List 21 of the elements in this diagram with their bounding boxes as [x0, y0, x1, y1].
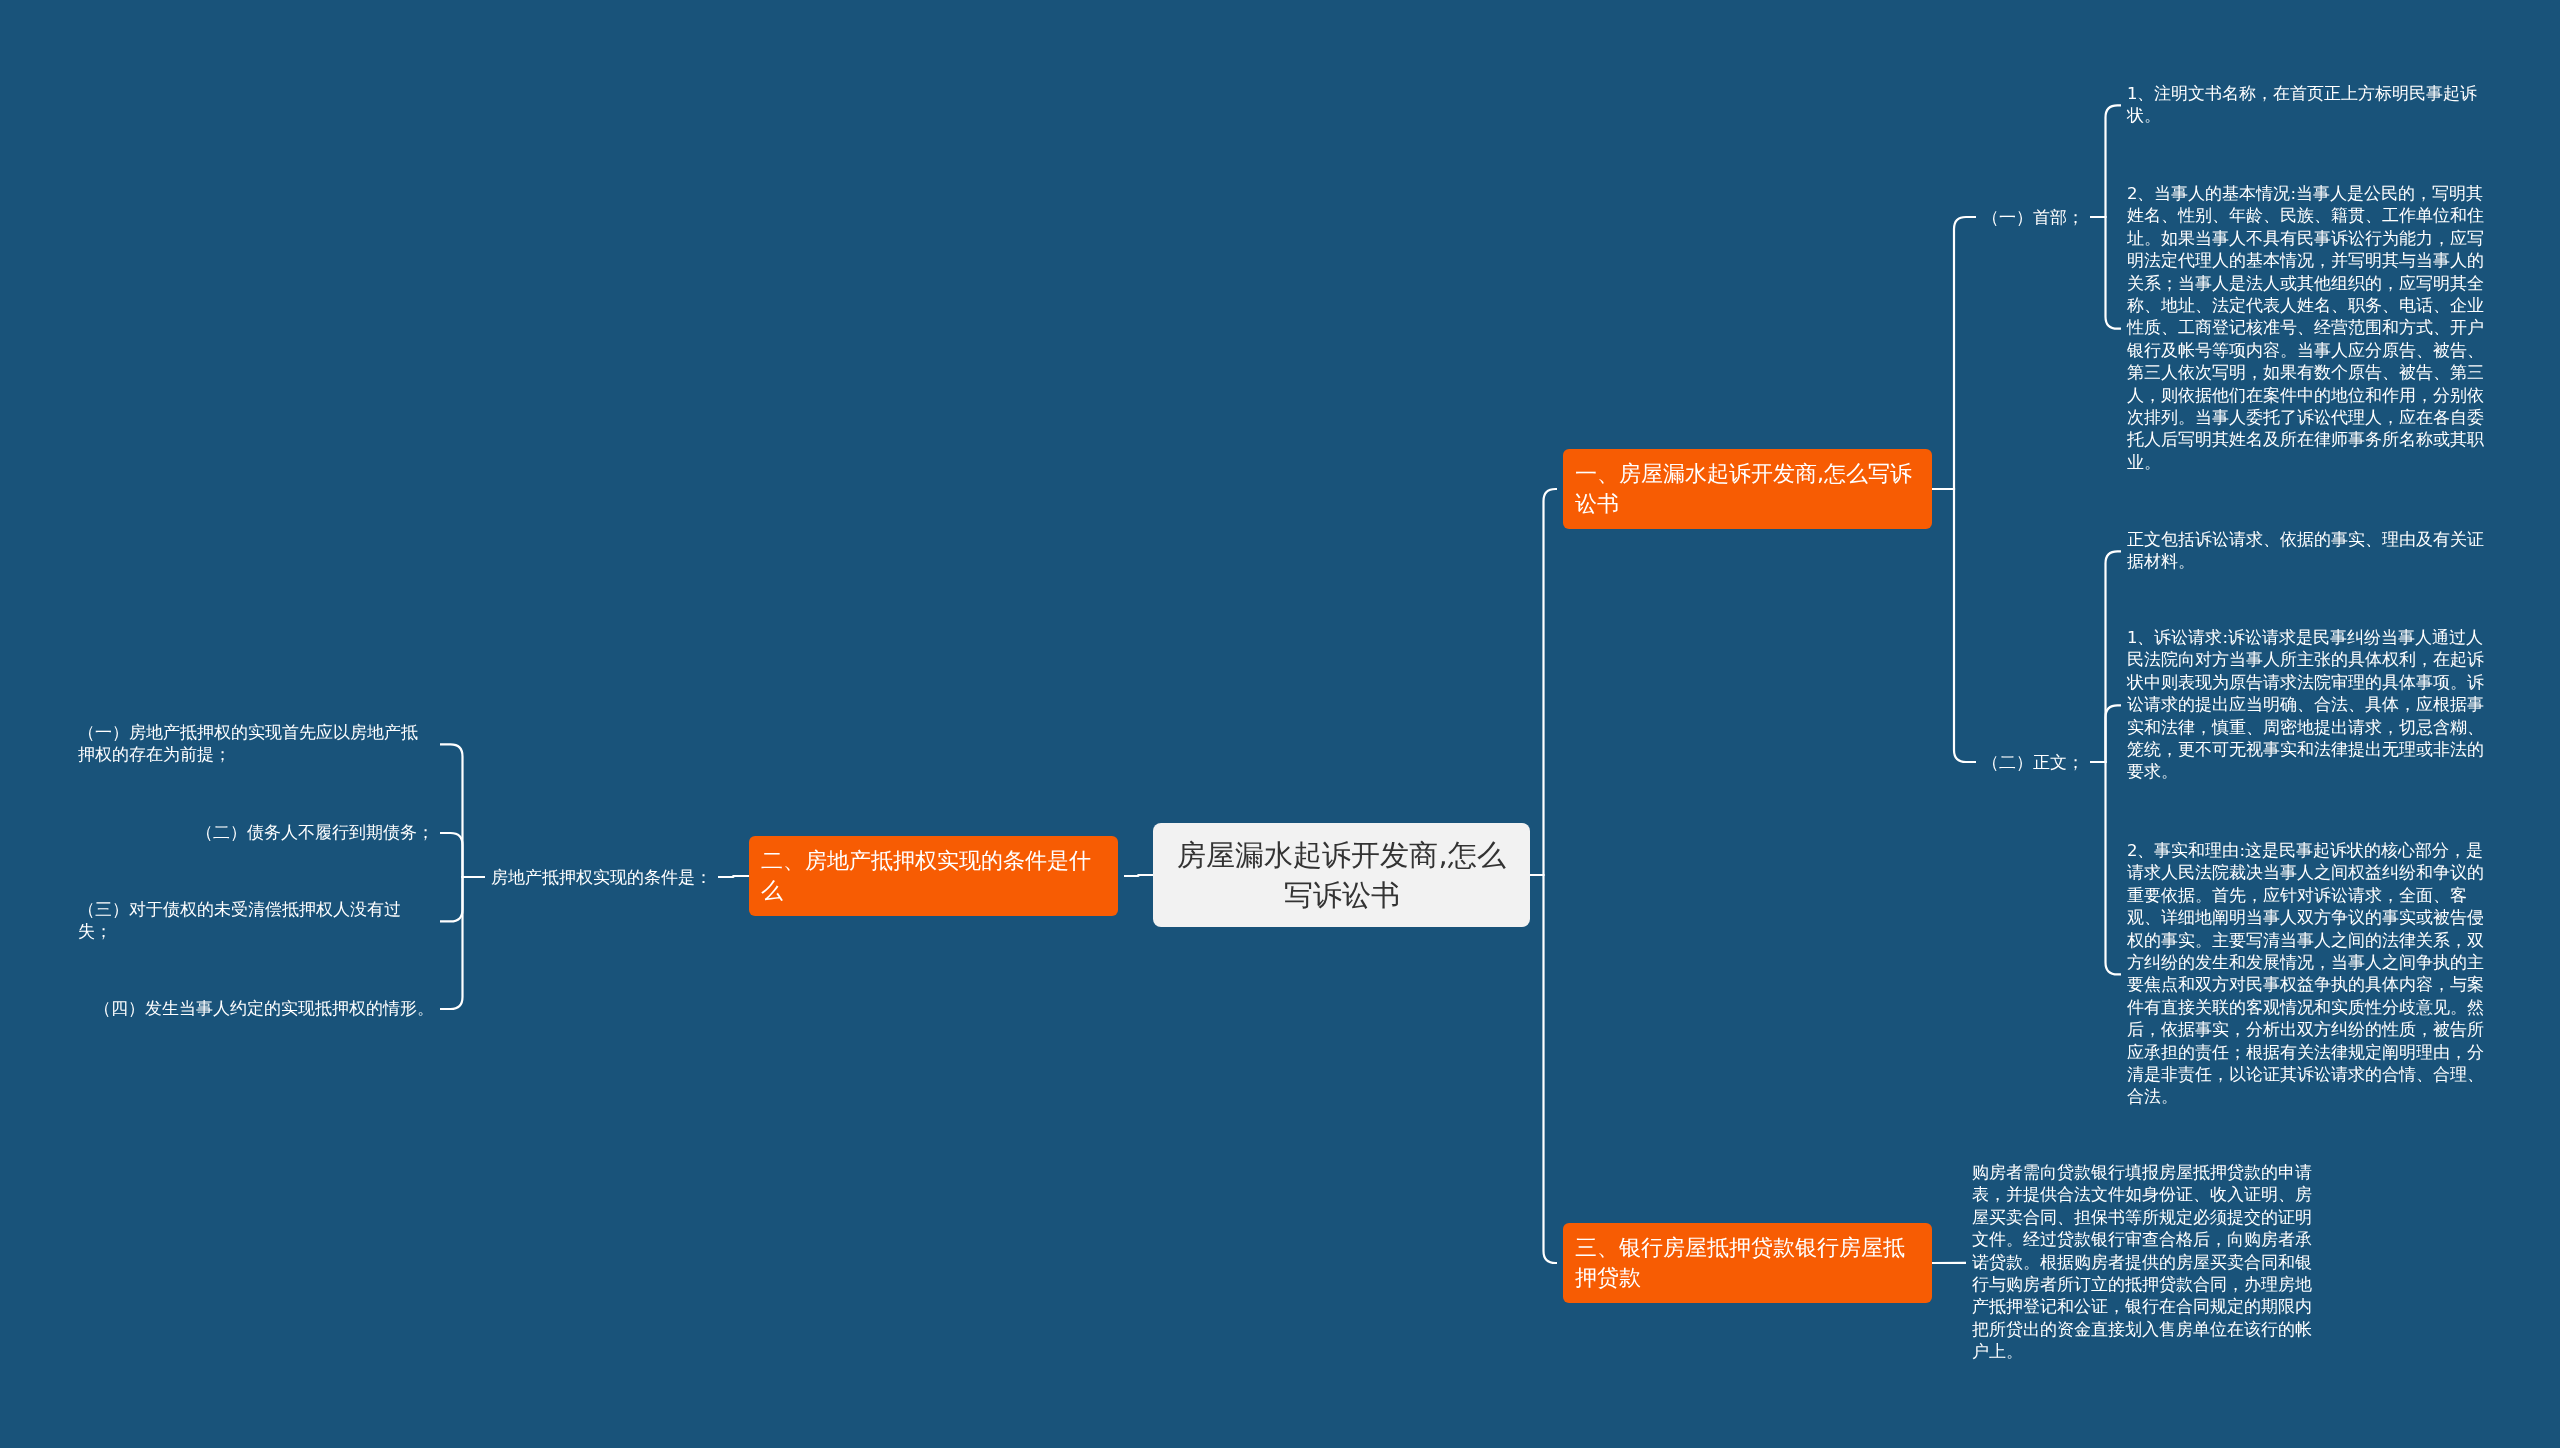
connector-line: [1530, 873, 1558, 1265]
topic-box: 三、银行房屋抵押贷款银行房屋抵押贷款: [1563, 1223, 1932, 1303]
detail-text: 正文包括诉讼请求、依据的事实、理由及有关证据材料。: [2127, 529, 2487, 574]
condition-text: （一）房地产抵押权的实现首先应以房地产抵押权的存在为前提；: [78, 722, 434, 767]
condition-text: （四）发生当事人约定的实现抵押权的情形。: [94, 997, 434, 1021]
connector-line: [718, 874, 749, 879]
detail-text: 1、注明文书名称，在首页正上方标明民事起诉状。: [2127, 83, 2487, 128]
subtopic-label: （一）首部；: [1982, 205, 2084, 229]
subtopic-label: 房地产抵押权实现的条件是：: [491, 865, 712, 889]
connector-line: [1932, 1261, 1966, 1265]
condition-text: （二）债务人不履行到期债务；: [196, 821, 434, 845]
topic-box: 二、房地产抵押权实现的条件是什么: [749, 836, 1118, 916]
condition-text: （三）对于债权的未受清偿抵押权人没有过失；: [78, 899, 434, 944]
detail-text: 2、当事人的基本情况:当事人是公民的，写明其姓名、性别、年龄、民族、籍贯、工作单位和住址。如果当事人不具有民事诉讼行为能力，应写明法定代理人的基本情况，并写明其与当事人的关系；当事人是法人或其他组织的，应写明其全称、地址、法定代表人姓名、职务、电话、企业性质、工商登记核准号、经营范围和方式、开户银行及帐号等项内容。当事人应分原告、被告、第三人依次写明，如果有数个原告、被告、第三人，则依据他们在案件中的地位和作用，分别依次排列。当事人委托了诉讼代理人，应在各自委托人后写明其姓名及所在律师事务所名称或其职业。: [2127, 183, 2487, 475]
connector-line: [1124, 873, 1153, 878]
detail-text: 2、事实和理由:这是民事起诉状的核心部分，是请求人民法院裁决当事人之间权益纠纷和争议的重要依据。首先，应针对诉讼请求，全面、客观、详细地阐明当事人双方争议的事实或被告侵权的事实。主要写清当事人之间的法律关系，双方纠纷的发生和发展情况，当事人之间争执的主要焦点和双方对民事权益争执的具体内容，与案件有直接关联的客观情况和实质性分歧意见。然后，依据事实，分析出双方纠纷的性质，被告所应承担的责任；根据有关法律规定阐明理由，分清是非责任，以论证其诉讼请求的合情、合理、合法。: [2127, 840, 2487, 1109]
detail-text: 1、诉讼请求:诉讼请求是民事纠纷当事人通过人民法院向对方当事人所主张的具体权利，在起诉状中则表现为原告请求法院审理的具体事项。诉讼请求的提出应当明确、合法、具体，应根据事实和法律，慎重、周密地提出请求，切忌含糊、笼统，更不可无视事实和法律提出无理或非法的要求。: [2127, 627, 2487, 784]
topic-box: 一、房屋漏水起诉开发商,怎么写诉讼书: [1563, 449, 1932, 529]
detail-text: 购房者需向贷款银行填报房屋抵押贷款的申请表，并提供合法文件如身份证、收入证明、房屋买卖合同、担保书等所规定必须提交的证明文件。经过贷款银行审查合格后，向购房者承诺贷款。根据购房者提供的房屋买卖合同和银行与购房者所订立的抵押贷款合同，办理房地产抵押登记和公证，银行在合同规定的期限内把所贷出的资金直接划入售房单位在该行的帐户上。: [1972, 1162, 2328, 1364]
root-box: 房屋漏水起诉开发商,怎么写诉讼书: [1153, 823, 1530, 927]
subtopic-label: （二）正文；: [1982, 750, 2084, 774]
